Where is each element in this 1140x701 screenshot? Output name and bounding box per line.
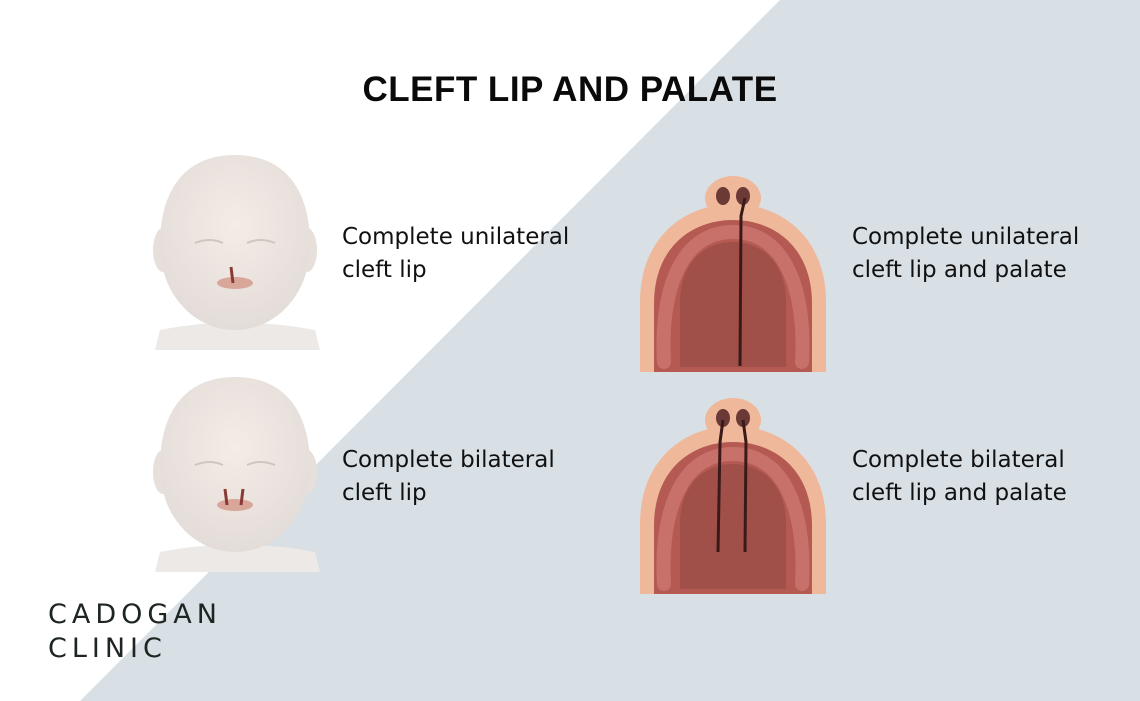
logo-line: CLINIC [48, 633, 167, 664]
palate-unilateral-illustration [640, 176, 826, 372]
cadogan-clinic-logo: CADOGAN CLINIC [48, 598, 222, 666]
label-line: cleft lip and palate [852, 257, 1067, 283]
label-line: cleft lip and palate [852, 480, 1067, 506]
label-line: Complete bilateral [342, 447, 555, 473]
label-unilateral-cleft-lip-palate: Complete unilateral cleft lip and palate [852, 221, 1079, 287]
label-unilateral-cleft-lip: Complete unilateral cleft lip [342, 221, 569, 287]
label-line: Complete unilateral [852, 224, 1080, 250]
page-title: CLEFT LIP AND PALATE [362, 70, 778, 109]
logo-line: CADOGAN [48, 599, 222, 630]
label-bilateral-cleft-lip: Complete bilateral cleft lip [342, 444, 555, 510]
baby-face-unilateral-illustration [152, 154, 321, 351]
palate-bilateral-illustration [640, 398, 826, 594]
label-bilateral-cleft-lip-palate: Complete bilateral cleft lip and palate [852, 444, 1067, 510]
label-line: Complete unilateral [342, 224, 570, 250]
label-line: Complete bilateral [852, 447, 1065, 473]
label-line: cleft lip [342, 480, 427, 506]
label-line: cleft lip [342, 257, 427, 283]
baby-face-bilateral-illustration [152, 376, 321, 573]
